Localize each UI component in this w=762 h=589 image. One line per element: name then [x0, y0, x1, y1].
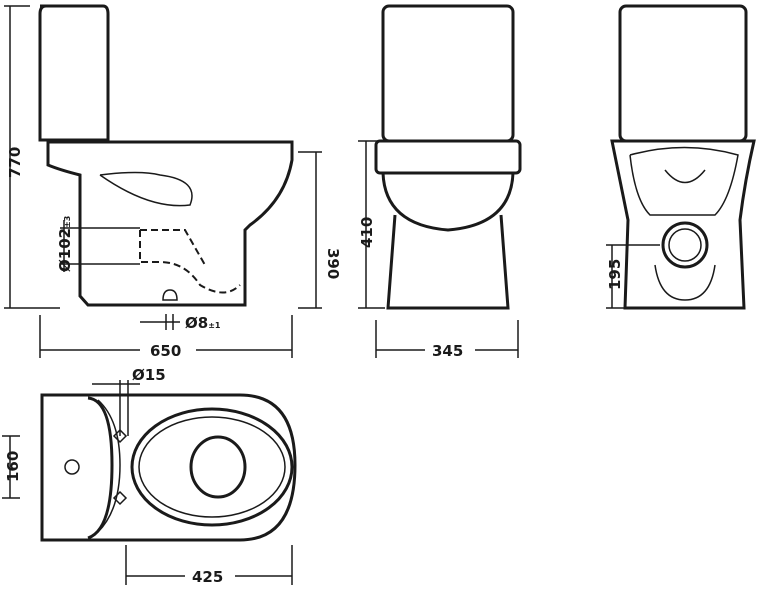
top-view: Ø15 160 425: [2, 366, 297, 586]
dim-inlet: Ø15: [132, 366, 166, 384]
dim-195: 195: [606, 259, 624, 290]
dim-345: 345: [432, 342, 463, 360]
side-view: 770 390 Ø102±3 Ø8±1 650: [4, 4, 342, 360]
dim-410: 410: [358, 217, 376, 248]
dim-bolt: Ø8±1: [185, 314, 221, 332]
dim-pipe: Ø102±3: [56, 216, 74, 272]
dim-650: 650: [150, 342, 181, 360]
front-view: 410 345: [358, 4, 522, 360]
dim-770: 770: [6, 147, 24, 178]
dim-160: 160: [4, 451, 22, 482]
rear-view: 195: [606, 4, 756, 310]
dim-425: 425: [192, 568, 223, 586]
dim-390: 390: [324, 248, 342, 279]
